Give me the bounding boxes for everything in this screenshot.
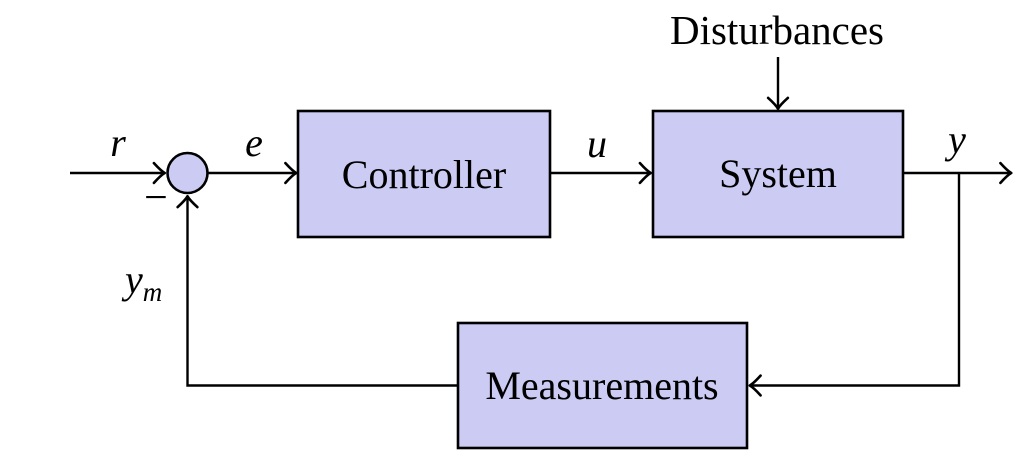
control-signal-label: u <box>587 121 607 166</box>
output-signal-label: y <box>944 117 966 162</box>
output-branch-to-measurements-line <box>748 173 961 397</box>
system-block-label: System <box>719 151 837 196</box>
measured-signal-label: ym <box>121 257 162 307</box>
measurements-block-label: Measurements <box>485 363 718 408</box>
controller-block-label: Controller <box>342 152 506 197</box>
error-signal-label: e <box>245 120 263 165</box>
disturbances-label: Disturbances <box>670 7 884 53</box>
measured-feedback-line <box>176 194 458 387</box>
summing-junction <box>166 151 209 195</box>
reference-signal-label: r <box>110 120 126 165</box>
measured-signal-base: y <box>121 257 143 302</box>
summing-junction-minus-sign: − <box>144 175 168 221</box>
measurements-block <box>456 321 749 450</box>
system-block <box>651 109 905 239</box>
measured-signal-subscript: m <box>143 277 163 307</box>
controller-block <box>296 109 552 239</box>
